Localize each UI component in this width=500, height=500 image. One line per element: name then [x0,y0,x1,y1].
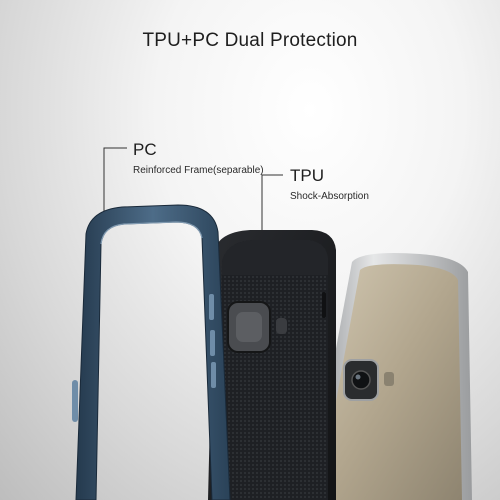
frame-side-button [72,380,78,422]
frame-button-mid [210,330,215,356]
pc-frame-image [72,204,231,500]
tpu-callout: TPU Shock-Absorption [290,166,369,204]
page-title: TPU+PC Dual Protection [142,30,358,51]
tpu-label: TPU [290,166,324,185]
pc-leader-line [103,147,127,226]
pc-description: Reinforced Frame(separable) [133,165,264,176]
frame-button-top [209,294,214,320]
tpu-leader-line [261,174,283,238]
tpu-case-image [208,230,336,500]
frame-button-bottom [211,362,216,388]
pc-label: PC [133,140,157,159]
pc-callout: PC Reinforced Frame(separable) [133,140,264,178]
tpu-description: Shock-Absorption [290,191,369,202]
phone-image [308,253,472,500]
